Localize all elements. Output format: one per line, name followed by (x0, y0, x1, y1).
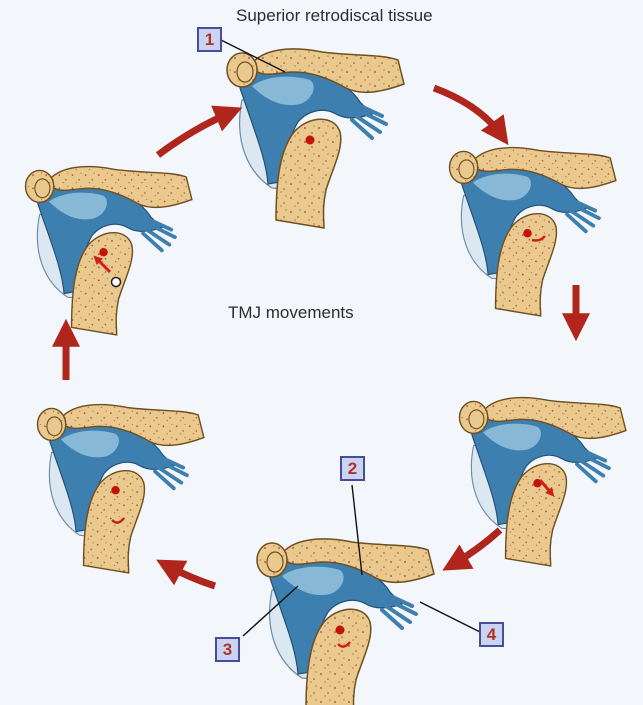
cycle-arrow (434, 88, 502, 136)
marker-2: 2 (340, 456, 365, 481)
joint-lower-left (37, 405, 203, 573)
joint-upper-left (25, 167, 191, 335)
marker-1: 1 (197, 27, 222, 52)
joint-upper-right (450, 148, 616, 316)
joint-top (227, 49, 404, 228)
cycle-arrow (452, 530, 500, 565)
title-label: Superior retrodiscal tissue (236, 6, 433, 26)
cycle-arrow (158, 112, 232, 155)
center-label: TMJ movements (228, 303, 354, 323)
cycle-arrow (166, 565, 215, 586)
joint-bottom (257, 539, 434, 705)
reference-point (112, 278, 121, 287)
leader-line-4 (420, 602, 480, 632)
marker-4: 4 (479, 622, 504, 647)
marker-3: 3 (215, 637, 240, 662)
